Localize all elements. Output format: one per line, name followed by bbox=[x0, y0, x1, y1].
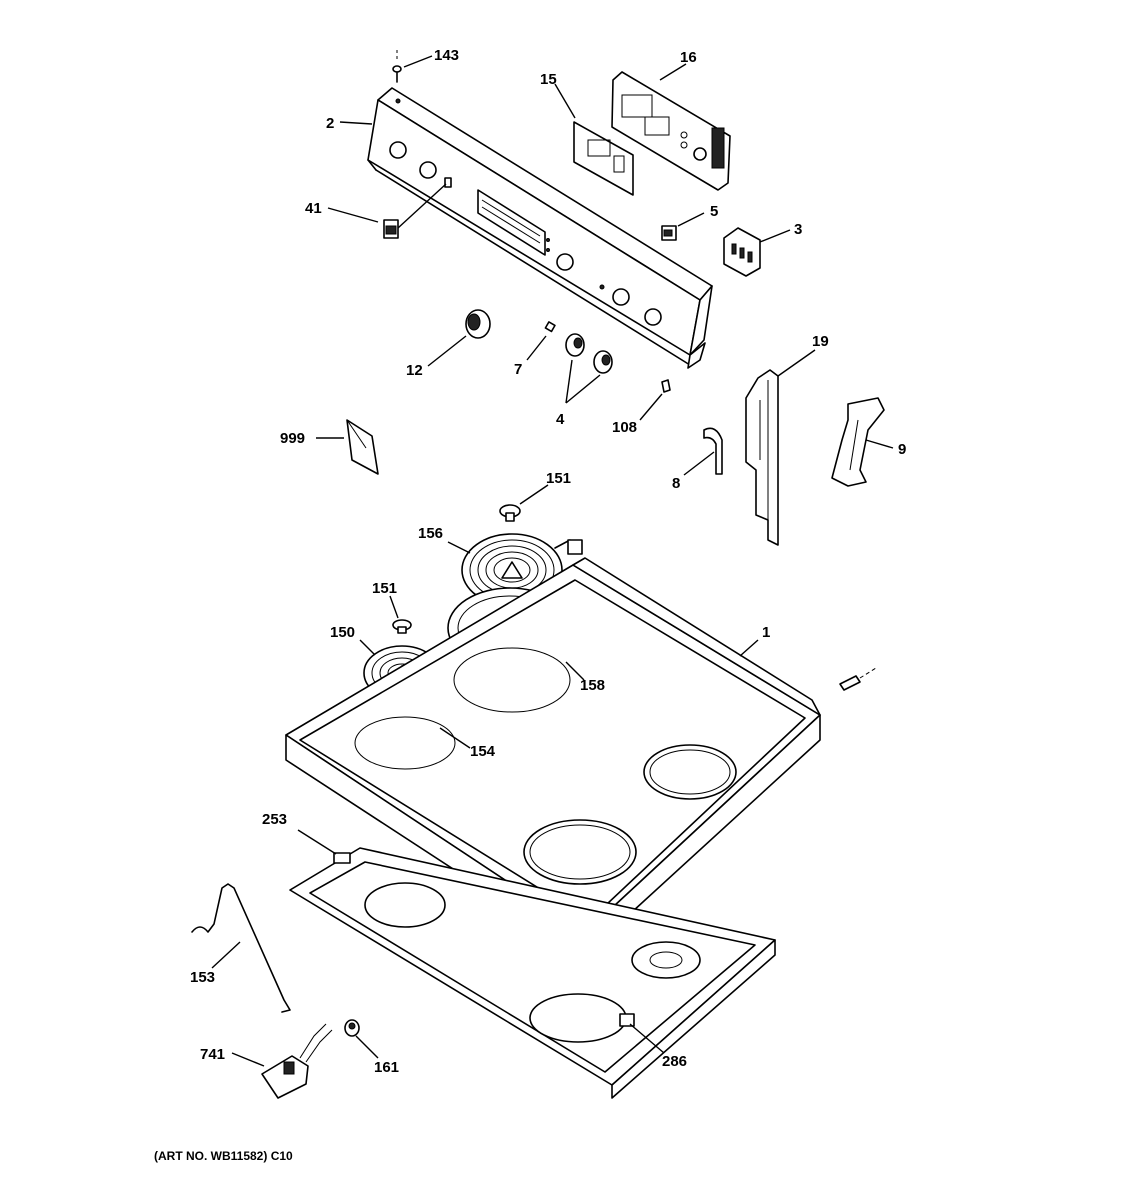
label-2: 2 bbox=[326, 115, 334, 132]
label-4: 4 bbox=[556, 411, 565, 428]
part-16-control-board bbox=[611, 71, 731, 191]
part-741-terminal bbox=[261, 1023, 333, 1099]
label-153: 153 bbox=[190, 969, 215, 986]
part-15-overlay bbox=[573, 121, 634, 196]
label-158: 158 bbox=[580, 677, 605, 694]
label-143: 143 bbox=[434, 47, 459, 64]
part-3-terminal-block bbox=[723, 227, 761, 277]
part-12-knob bbox=[465, 309, 491, 339]
label-1: 1 bbox=[762, 624, 770, 641]
part-108-clip bbox=[661, 379, 671, 393]
leader-lines bbox=[211, 55, 894, 1067]
art-number-caption: (ART NO. WB11582) C10 bbox=[154, 1149, 293, 1163]
label-150: 150 bbox=[330, 624, 355, 641]
label-286: 286 bbox=[662, 1053, 687, 1070]
label-41: 41 bbox=[305, 200, 322, 217]
part-999-literature bbox=[346, 419, 379, 475]
label-8: 8 bbox=[672, 475, 680, 492]
label-999: 999 bbox=[280, 430, 305, 447]
label-151-upper: 151 bbox=[546, 470, 571, 487]
part-9-hinge-bracket bbox=[831, 397, 885, 487]
part-7-bulb bbox=[544, 321, 556, 333]
label-3: 3 bbox=[794, 221, 802, 238]
part-2-control-panel bbox=[367, 87, 713, 369]
label-156: 156 bbox=[418, 525, 443, 542]
label-5: 5 bbox=[710, 203, 718, 220]
part-5-switch bbox=[661, 225, 677, 241]
part-253-burner-box bbox=[289, 847, 776, 1099]
part-4-knobs bbox=[565, 333, 613, 374]
part-161-nut bbox=[344, 1019, 360, 1037]
label-741: 741 bbox=[200, 1046, 225, 1063]
label-15: 15 bbox=[540, 71, 557, 88]
part-41-switch bbox=[383, 219, 399, 239]
label-151-lower: 151 bbox=[372, 580, 397, 597]
label-16: 16 bbox=[680, 49, 697, 66]
part-151-cap-lower bbox=[392, 619, 412, 634]
label-9: 9 bbox=[898, 441, 906, 458]
part-151-cap-upper bbox=[499, 504, 521, 522]
label-108: 108 bbox=[612, 419, 637, 436]
part-153-rod bbox=[191, 883, 291, 1013]
label-154: 154 bbox=[470, 743, 496, 760]
part-8-clip bbox=[703, 427, 723, 475]
part-143-screw bbox=[392, 50, 402, 83]
part-19-bracket bbox=[745, 369, 779, 546]
label-12: 12 bbox=[406, 362, 423, 379]
label-19: 19 bbox=[812, 333, 829, 350]
label-161: 161 bbox=[374, 1059, 399, 1076]
label-253: 253 bbox=[262, 811, 287, 828]
label-7: 7 bbox=[514, 361, 522, 378]
